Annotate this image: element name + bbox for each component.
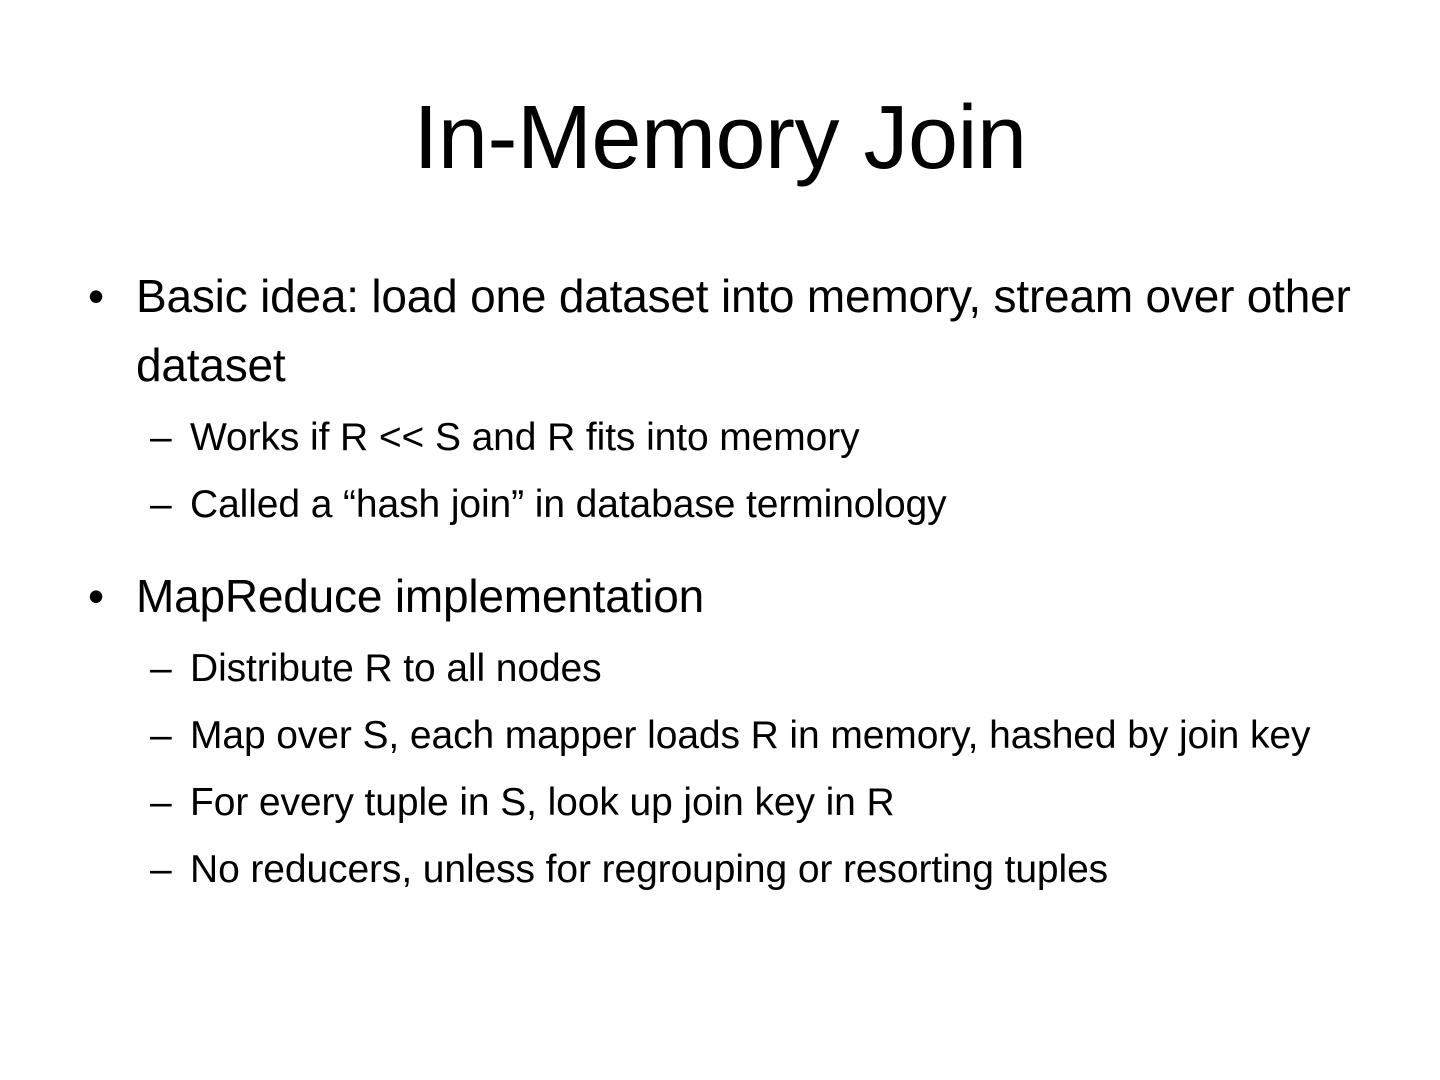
slide-body: • Basic idea: load one dataset into memo… bbox=[78, 262, 1378, 899]
bullet-mapreduce-implementation: • MapReduce implementation bbox=[78, 562, 1378, 631]
bullet-dash-icon: – bbox=[150, 416, 172, 459]
bullet-dash-icon: – bbox=[150, 781, 172, 824]
bullet-group-2: • MapReduce implementation – Distribute … bbox=[78, 562, 1378, 899]
bullet-dot-icon: • bbox=[88, 270, 104, 322]
sub-bullet-works-if: – Works if R << S and R fits into memory bbox=[78, 408, 1378, 467]
sub-bullet-map-over-s: – Map over S, each mapper loads R in mem… bbox=[78, 706, 1378, 765]
sub-bullet-for-every-tuple: – For every tuple in S, look up join key… bbox=[78, 773, 1378, 832]
sub-bullet-text: No reducers, unless for regrouping or re… bbox=[190, 848, 1109, 891]
bullet-text: MapReduce implementation bbox=[136, 570, 704, 622]
sub-bullet-text: Works if R << S and R fits into memory bbox=[190, 416, 860, 459]
bullet-dot-icon: • bbox=[88, 570, 104, 622]
sub-bullet-list-1: – Works if R << S and R fits into memory… bbox=[78, 408, 1378, 534]
bullet-group-1: • Basic idea: load one dataset into memo… bbox=[78, 262, 1378, 534]
sub-bullet-text: Called a “hash join” in database termino… bbox=[190, 483, 947, 526]
bullet-dash-icon: – bbox=[150, 848, 172, 891]
bullet-basic-idea: • Basic idea: load one dataset into memo… bbox=[78, 262, 1378, 400]
sub-bullet-no-reducers: – No reducers, unless for regrouping or … bbox=[78, 840, 1378, 899]
sub-bullet-text: Distribute R to all nodes bbox=[190, 647, 602, 690]
bullet-dash-icon: – bbox=[150, 714, 172, 757]
bullet-text: Basic idea: load one dataset into memory… bbox=[136, 270, 1351, 391]
bullet-dash-icon: – bbox=[150, 647, 172, 690]
sub-bullet-distribute-r: – Distribute R to all nodes bbox=[78, 639, 1378, 698]
sub-bullet-text: For every tuple in S, look up join key i… bbox=[190, 781, 895, 824]
slide-title: In-Memory Join bbox=[413, 88, 1027, 188]
sub-bullet-list-2: – Distribute R to all nodes – Map over S… bbox=[78, 639, 1378, 899]
bullet-dash-icon: – bbox=[150, 483, 172, 526]
sub-bullet-text: Map over S, each mapper loads R in memor… bbox=[190, 714, 1311, 757]
sub-bullet-hash-join: – Called a “hash join” in database termi… bbox=[78, 475, 1378, 534]
